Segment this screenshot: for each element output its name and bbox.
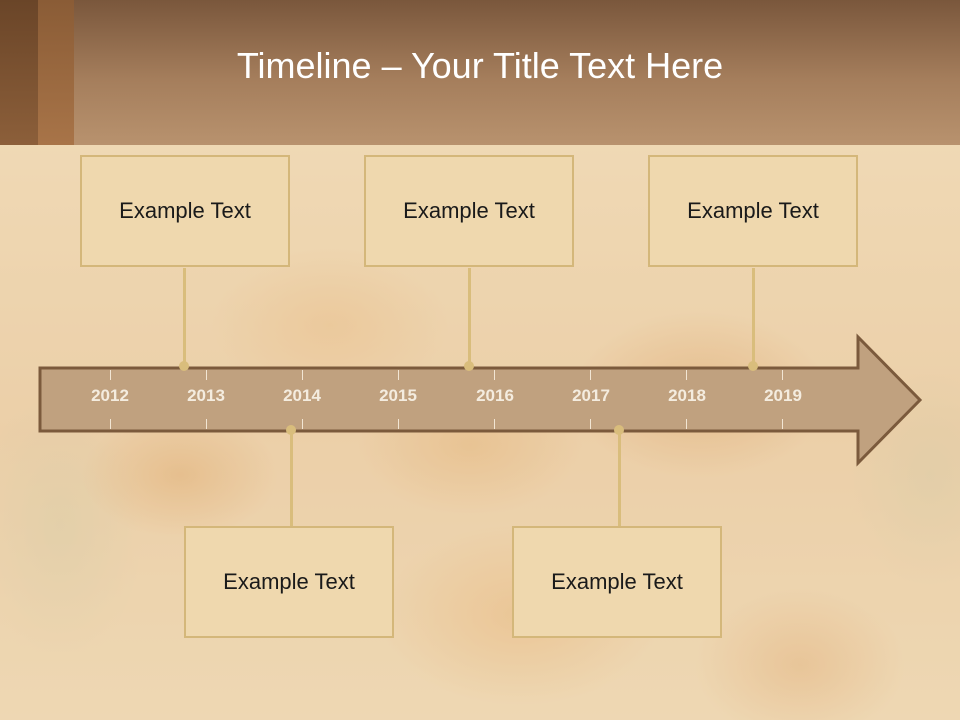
year-tick [302,370,303,380]
year-tick [398,419,399,429]
timeline-event-box[interactable]: Example Text [80,155,290,267]
year-tick [590,370,591,380]
year-tick [494,419,495,429]
arrow-shape [38,333,923,467]
year-tick [782,419,783,429]
year-tick [206,370,207,380]
timeline-event-box[interactable]: Example Text [184,526,394,638]
connector-dot [614,425,624,435]
connector-line [752,268,755,366]
timeline-event-box[interactable]: Example Text [648,155,858,267]
banner-accent-bar [0,0,38,145]
event-text: Example Text [551,569,683,594]
year-tick [206,419,207,429]
year-label: 2013 [187,386,225,405]
slide-title[interactable]: Timeline – Your Title Text Here [236,45,724,86]
connector-line [290,430,293,527]
connector-line [468,268,471,366]
year-tick [398,370,399,380]
year-label: 2015 [379,386,417,405]
connector-line [183,268,186,366]
connector-line [618,430,621,527]
year-label: 2018 [668,386,706,405]
year-tick [302,419,303,429]
event-text: Example Text [119,198,251,223]
year-tick [110,419,111,429]
banner-accent-bar [38,0,74,145]
year-label: 2016 [476,386,514,405]
event-text: Example Text [223,569,355,594]
year-tick [686,370,687,380]
connector-dot [179,361,189,371]
year-tick [494,370,495,380]
connector-dot [748,361,758,371]
event-text: Example Text [403,198,535,223]
connector-dot [464,361,474,371]
year-tick [590,419,591,429]
connector-dot [286,425,296,435]
title-banner: Timeline – Your Title Text Here [0,0,960,145]
year-tick [110,370,111,380]
year-label: 2014 [283,386,321,405]
timeline-event-box[interactable]: Example Text [364,155,574,267]
year-label: 2017 [572,386,610,405]
year-tick [686,419,687,429]
year-label: 2019 [764,386,802,405]
year-tick [782,370,783,380]
timeline-event-box[interactable]: Example Text [512,526,722,638]
event-text: Example Text [687,198,819,223]
year-label: 2012 [91,386,129,405]
